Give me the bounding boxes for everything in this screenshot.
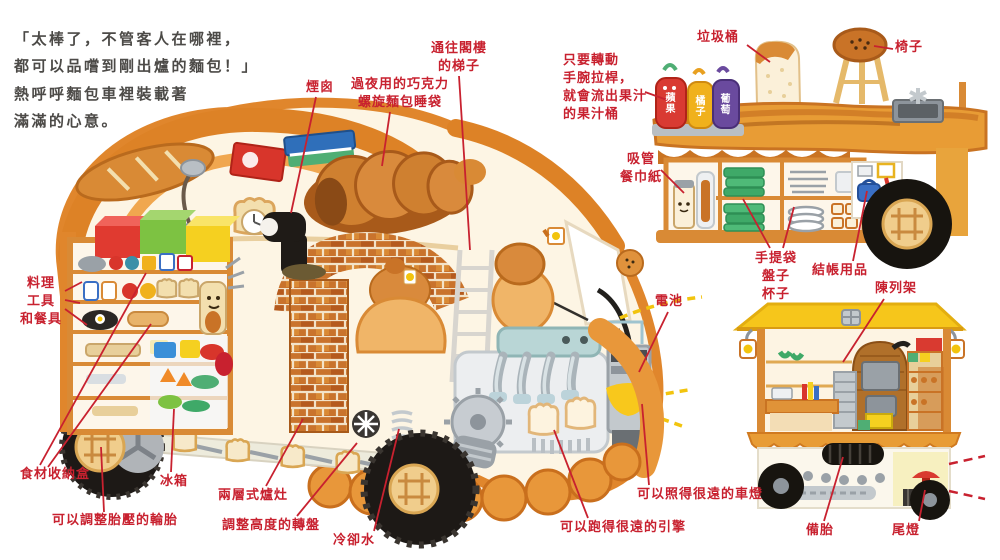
cab xyxy=(491,219,644,338)
brick-oven xyxy=(260,212,469,433)
label-far-running-engine: 可以跑得很遠的引擎 xyxy=(560,520,687,535)
rear-shelves xyxy=(907,338,944,431)
juice-label-apple: 蘋果 xyxy=(665,93,676,115)
stool xyxy=(832,27,889,104)
story-text: 「太棒了，不管客人在哪裡， 都可以品嚐到剛出爐的麵包！」 熱呼呼麵包車裡裝載著 … xyxy=(14,30,260,130)
juice-label-orange: 橘子 xyxy=(695,96,706,118)
fridge-contents xyxy=(86,336,233,428)
label-far-shining-headlight: 可以照得很遠的車燈 xyxy=(637,487,764,502)
shelf-unit xyxy=(60,210,245,435)
label-chair: 椅子 xyxy=(895,40,924,55)
hanging-lamps xyxy=(739,328,965,359)
spare-tire-shape xyxy=(822,443,884,465)
label-chimney: 煙囪 xyxy=(305,80,335,95)
label-attic-ladder: 通往閣樓 的梯子 xyxy=(430,41,488,74)
bread-trash-can xyxy=(754,40,802,105)
label-cooking-tools: 料理 工具 和餐具 xyxy=(19,276,63,327)
supply-shelf xyxy=(656,150,903,243)
label-two-layer-stove: 兩層式爐灶 xyxy=(218,488,289,503)
gear-icon xyxy=(444,388,512,456)
leader-lines xyxy=(39,44,926,532)
label-spare-tire: 備胎 xyxy=(806,523,835,538)
label-tail-light: 尾燈 xyxy=(892,523,921,538)
label-battery: 電池 xyxy=(655,294,684,309)
juice-label-grape: 葡萄 xyxy=(720,94,731,116)
rear-oven xyxy=(852,340,911,431)
label-straw-napkin: 吸管 餐巾紙 xyxy=(619,152,663,185)
label-juice-barrel: 只要轉動 手腕拉桿， 就會流出果汁 的果汁桶 xyxy=(563,53,648,122)
label-ingredient-box: 食材收納盒 xyxy=(20,467,91,482)
label-adjustable-tire: 可以調整胎壓的輪胎 xyxy=(52,513,179,528)
label-trash-can: 垃圾桶 xyxy=(697,30,740,45)
chimney-pipe xyxy=(260,212,326,280)
rear-view xyxy=(732,302,986,520)
label-bags-plates-cups: 手提袋 盤子 杯子 xyxy=(754,251,798,302)
label-cooling-water: 冷卻水 xyxy=(333,533,376,548)
label-checkout-supplies: 結帳用品 xyxy=(812,263,869,278)
label-fridge: 冰箱 xyxy=(160,474,189,489)
cooling-fan-icon xyxy=(352,410,413,440)
juice-bottles xyxy=(652,63,744,136)
main-truck xyxy=(55,97,703,549)
sleeping-bag-bread xyxy=(303,149,474,235)
label-height-turntable: 調整高度的轉盤 xyxy=(222,518,321,533)
ingredient-boxes xyxy=(95,210,240,262)
side-counter-view xyxy=(652,27,988,269)
bread-sack xyxy=(355,258,447,354)
rear-counter xyxy=(765,382,839,431)
counter-wheel xyxy=(862,179,952,269)
bread-man-icon xyxy=(199,281,227,335)
label-sleeping-bag: 過夜用的巧克力 螺旋麵包睡袋 xyxy=(350,77,450,110)
label-display-rack: 陳列架 xyxy=(875,281,918,296)
